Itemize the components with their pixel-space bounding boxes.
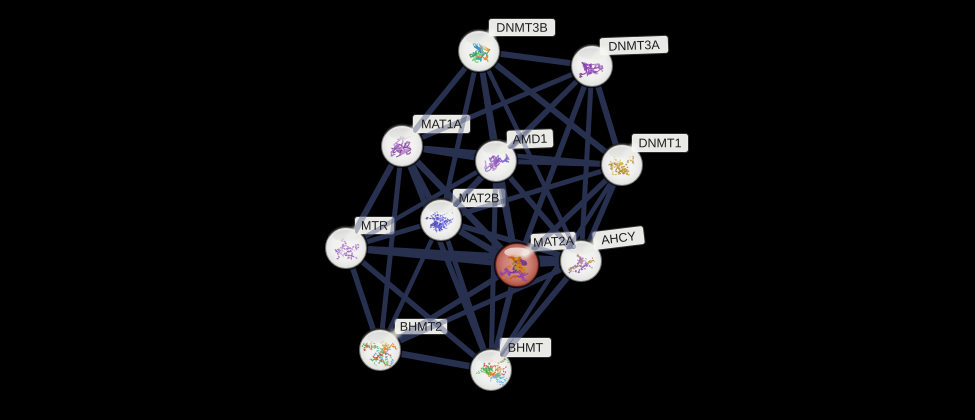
svg-text:MAT1A: MAT1A (421, 117, 462, 131)
svg-text:MAT2A: MAT2A (533, 234, 575, 250)
svg-text:DNMT1: DNMT1 (638, 136, 681, 150)
svg-text:AMD1: AMD1 (512, 132, 547, 147)
svg-text:MTR: MTR (361, 219, 388, 233)
svg-text:AHCY: AHCY (600, 229, 637, 247)
svg-text:BHMT2: BHMT2 (400, 320, 442, 334)
svg-text:DNMT3B: DNMT3B (496, 21, 547, 35)
svg-text:MAT2B: MAT2B (459, 191, 500, 205)
svg-text:DNMT3A: DNMT3A (608, 38, 661, 54)
svg-text:BHMT: BHMT (508, 341, 544, 355)
